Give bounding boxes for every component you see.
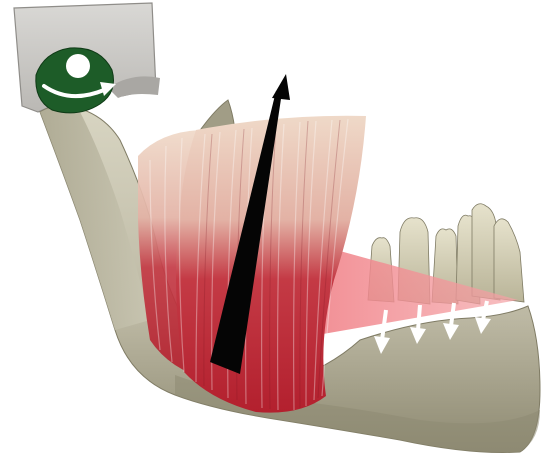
force-arrow-head: [272, 74, 290, 100]
tooth: [494, 219, 524, 302]
condyle-center-marker: [66, 54, 90, 78]
